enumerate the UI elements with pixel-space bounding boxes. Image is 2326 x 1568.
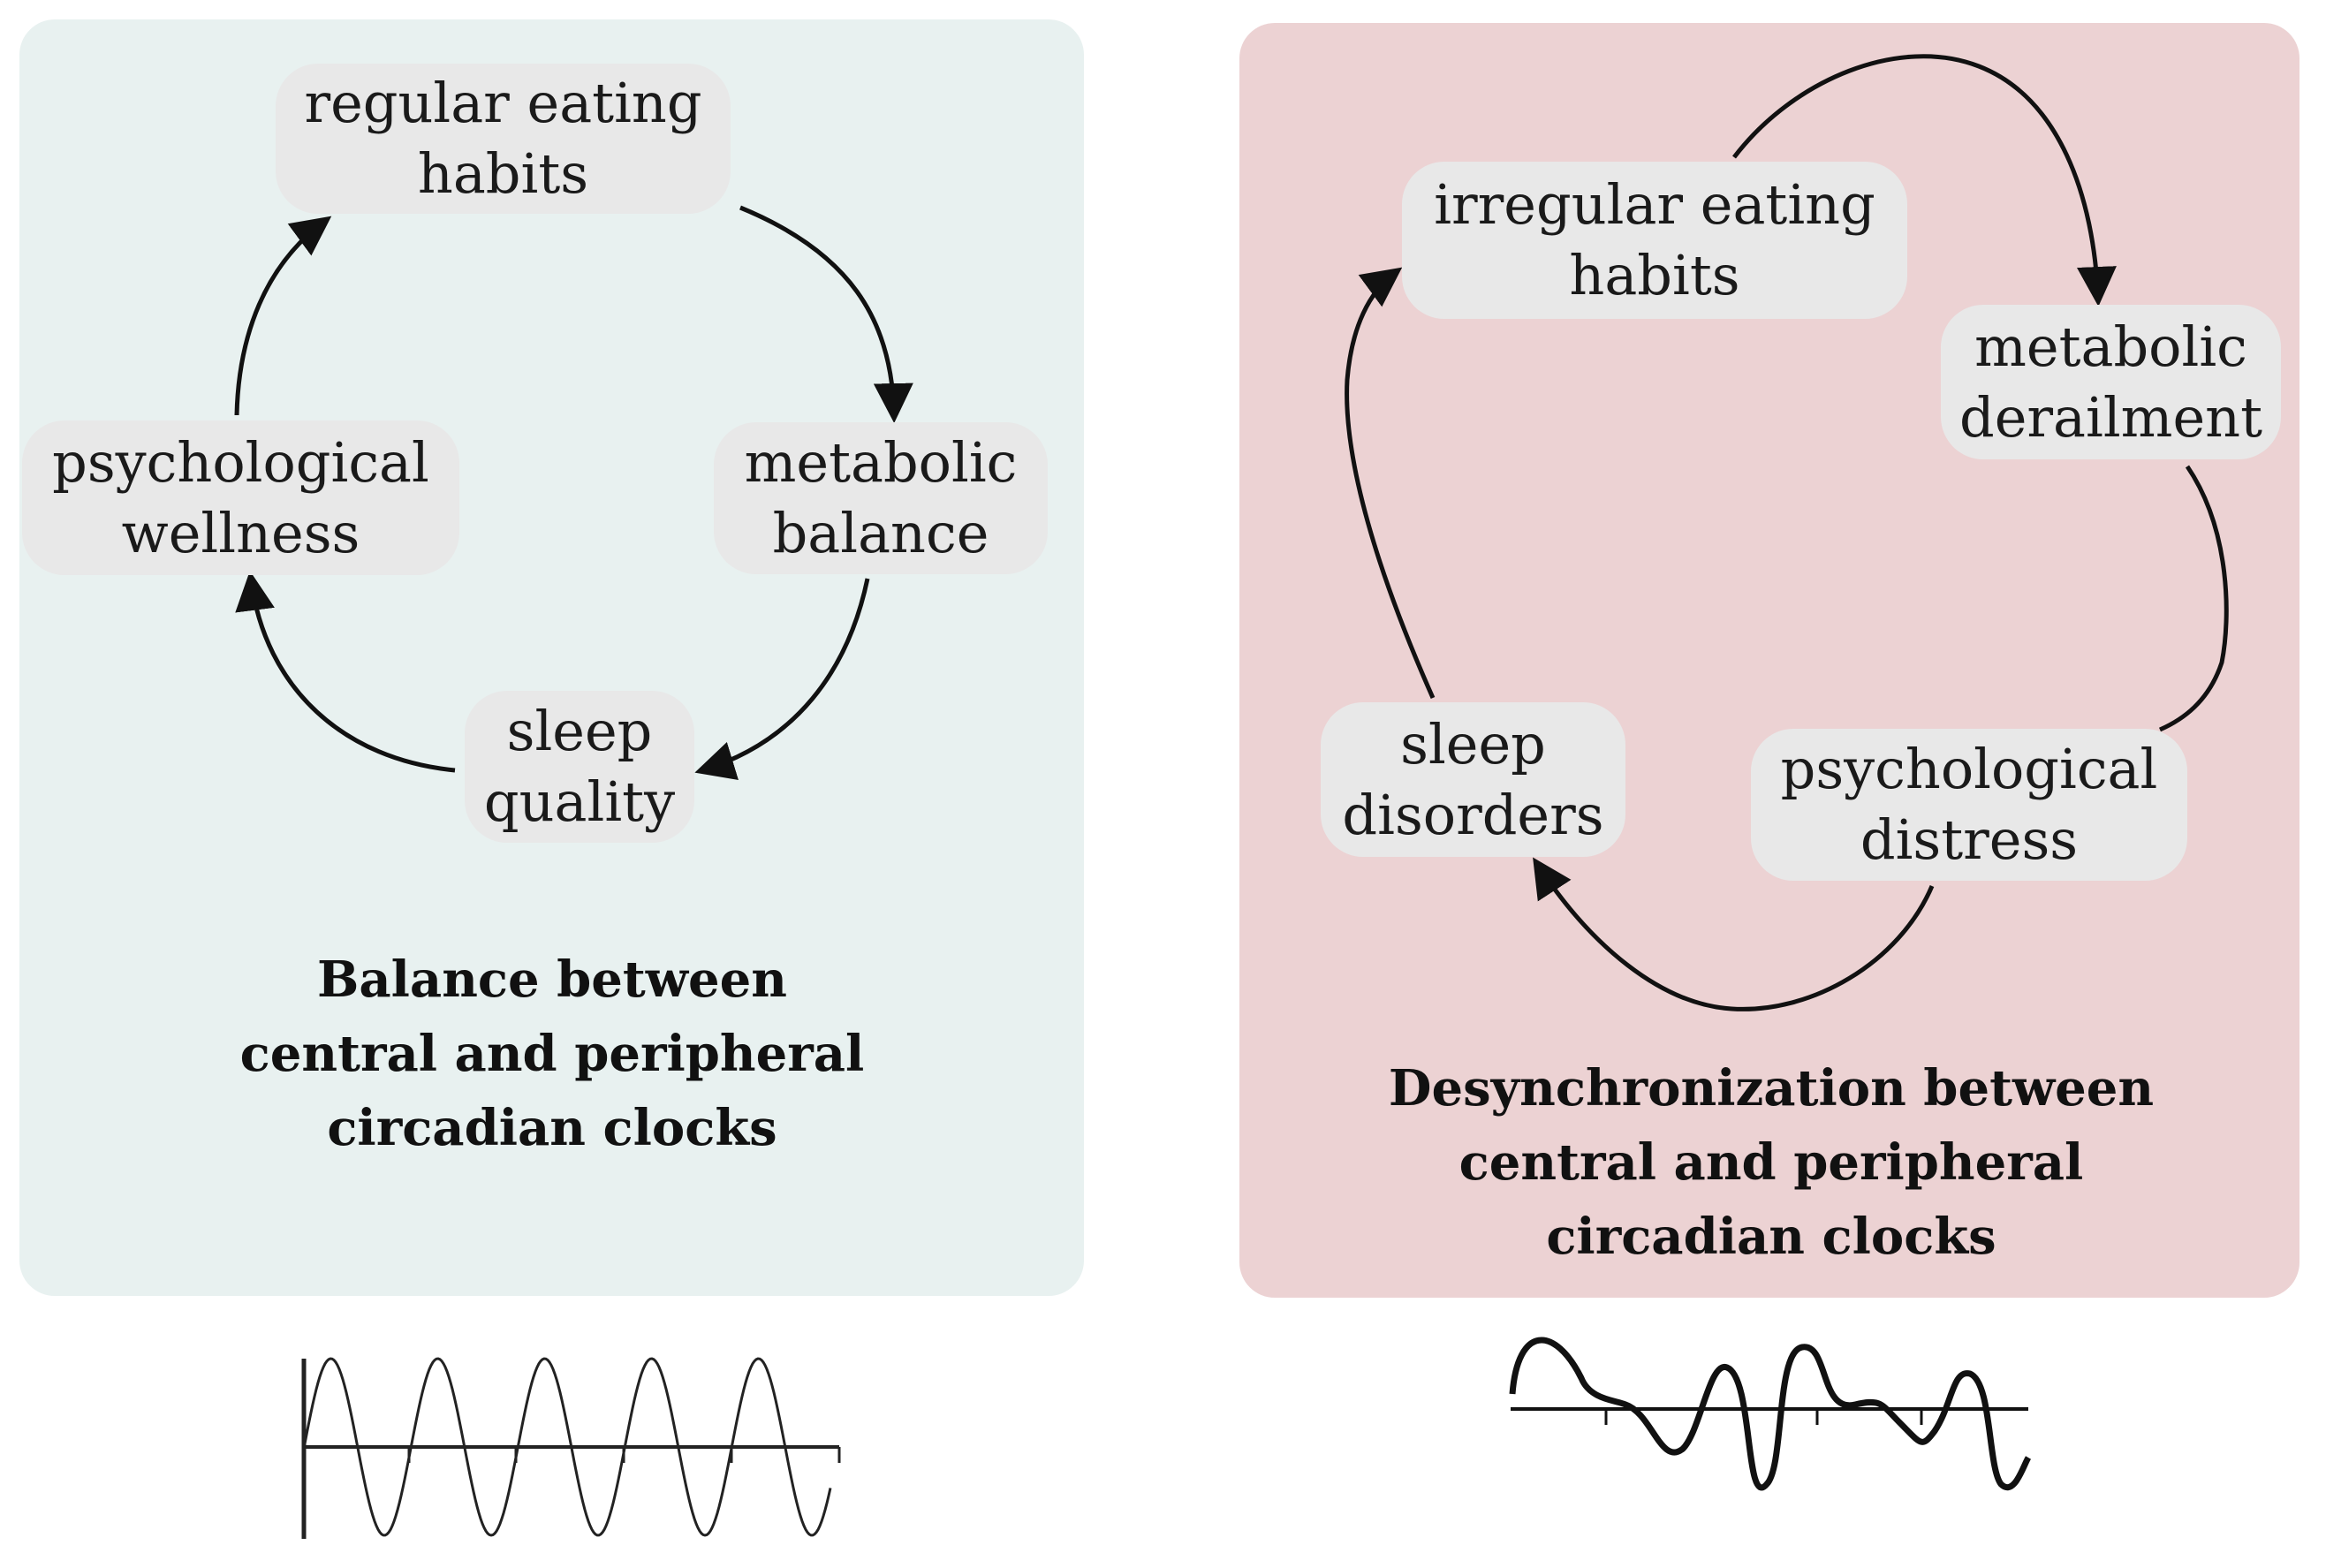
arrow-metabolic-to-sleep bbox=[694, 578, 870, 781]
desynchronized-caption: Desynchronization between central and pe… bbox=[1388, 1059, 2155, 1266]
node-metabolic-balance: metabolic balance bbox=[714, 422, 1048, 574]
regular-sine-wave bbox=[301, 1357, 841, 1539]
node-sleep-disorders: sleep disorders bbox=[1321, 702, 1625, 857]
arrow-irregular-eating-to-derailment bbox=[1732, 54, 2117, 307]
arrow-psych-to-eating bbox=[234, 216, 332, 416]
arrow-eating-to-metabolic bbox=[739, 205, 913, 423]
node-regular-eating-habits: regular eating habits bbox=[276, 64, 731, 214]
node-metabolic-derailment: metabolic derailment bbox=[1941, 305, 2281, 459]
node-irregular-eating-habits: irregular eating habits bbox=[1402, 162, 1907, 319]
arrow-sleep-to-psych bbox=[235, 571, 456, 773]
line-derailment-to-distress bbox=[2158, 465, 2229, 732]
node-sleep-quality: sleep quality bbox=[465, 691, 694, 843]
balanced-panel bbox=[19, 19, 1084, 1296]
arrow-sleep-disorders-to-irregular-eating bbox=[1345, 267, 1436, 700]
node-psychological-distress: psychological distress bbox=[1751, 729, 2187, 881]
irregular-wave bbox=[1509, 1337, 2032, 1491]
node-psychological-wellness: psychological wellness bbox=[22, 420, 459, 575]
balanced-caption: Balance between central and peripheral c… bbox=[239, 951, 865, 1157]
arrow-distress-to-sleep-disorders bbox=[1533, 857, 1935, 1011]
